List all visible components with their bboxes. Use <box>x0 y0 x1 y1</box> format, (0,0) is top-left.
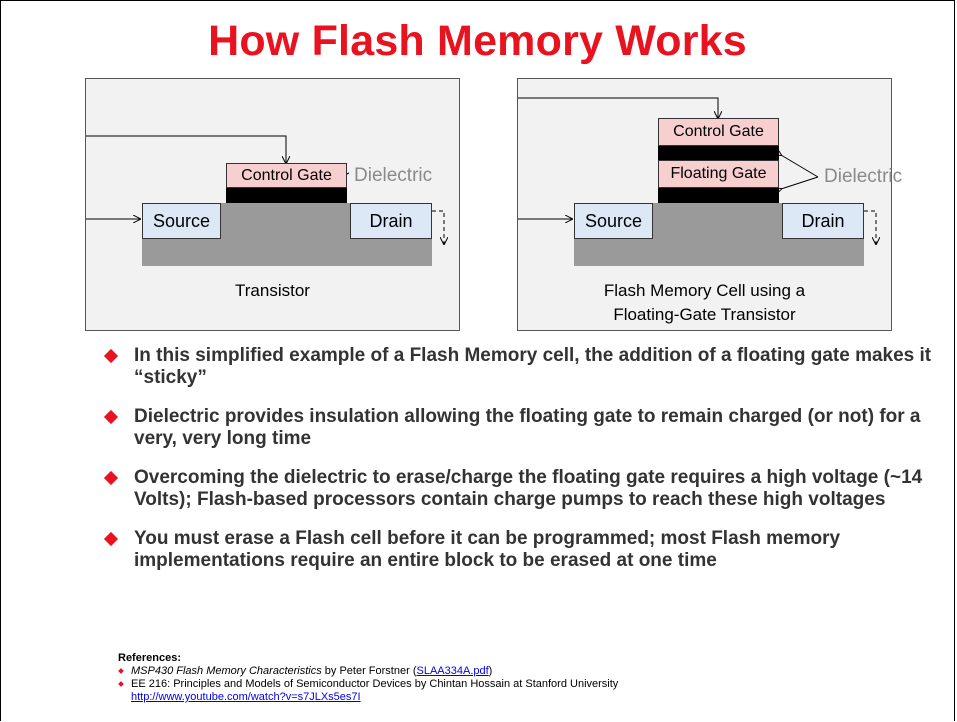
transistor-caption: Transistor <box>235 281 310 300</box>
drain-region: Drain <box>782 203 864 239</box>
source-region: Source <box>142 203 221 239</box>
diamond-bullet-icon <box>103 348 119 364</box>
reference-close-paren: ) <box>488 665 493 677</box>
reference-author: by Peter Forstner ( <box>321 665 417 677</box>
flash-cell-caption: Flash Memory Cell using a Floating-Gate … <box>518 279 891 327</box>
bullet-item: Overcoming the dielectric to erase/charg… <box>103 467 946 511</box>
drain-output-wire <box>432 210 444 244</box>
gate-wire <box>86 135 286 163</box>
drain-region: Drain <box>350 203 432 239</box>
dielectric-label: Dielectric <box>354 165 433 186</box>
bullet-item: In this simplified example of a Flash Me… <box>103 345 946 389</box>
floating-gate: Floating Gate <box>658 160 779 188</box>
reference-title: MSP430 Flash Memory Characteristics <box>131 665 322 677</box>
slide-title: How Flash Memory Works <box>208 17 747 65</box>
bullet-list: In this simplified example of a Flash Me… <box>103 345 946 589</box>
bullet-text: Dielectric provides insulation allowing … <box>134 406 921 449</box>
bullet-item: Dielectric provides insulation allowing … <box>103 406 946 450</box>
caption-line-1: Flash Memory Cell using a <box>603 281 806 300</box>
caption-line-2: Floating-Gate Transistor <box>613 305 796 324</box>
gate-wire <box>518 97 718 118</box>
source-region: Source <box>574 203 653 239</box>
bullet-dot-icon <box>118 668 124 674</box>
references: References: MSP430 Flash Memory Characte… <box>118 652 618 704</box>
drain-output-wire <box>864 210 876 244</box>
bullet-text: Overcoming the dielectric to erase/charg… <box>134 467 923 510</box>
references-heading: References: <box>118 652 181 664</box>
reference-item: EE 216: Principles and Models of Semicon… <box>118 678 618 704</box>
reference-text: EE 216: Principles and Models of Semicon… <box>131 678 619 690</box>
dielectric-layer-top <box>658 146 779 160</box>
dielectric-layer-bottom <box>658 188 779 203</box>
flash-cell-wires <box>518 97 893 332</box>
diamond-bullet-icon <box>103 470 119 486</box>
bullet-text: You must erase a Flash cell before it ca… <box>134 528 841 571</box>
control-gate: Control Gate <box>658 118 779 146</box>
bullet-item: You must erase a Flash cell before it ca… <box>103 528 946 572</box>
diamond-bullet-icon <box>103 531 119 547</box>
reference-item: MSP430 Flash Memory Characteristics by P… <box>118 665 618 678</box>
control-gate: Control Gate <box>226 163 347 188</box>
youtube-link[interactable]: http://www.youtube.com/watch?v=s7JLXs5es… <box>131 691 361 703</box>
dielectric-pointer-top <box>781 155 819 178</box>
slaa334a-link[interactable]: SLAA334A.pdf <box>416 665 489 677</box>
dielectric-label: Dielectric <box>824 166 903 187</box>
transistor-diagram: Control Gate Source Drain Dielectric Tra… <box>85 78 460 331</box>
bullet-text: In this simplified example of a Flash Me… <box>134 345 932 388</box>
dielectric-layer <box>226 187 347 203</box>
flash-cell-diagram: Control Gate Floating Gate Source Drain … <box>517 78 902 332</box>
dielectric-pointer-bottom <box>781 176 819 189</box>
bullet-dot-icon <box>118 681 124 687</box>
diamond-bullet-icon <box>103 409 119 425</box>
